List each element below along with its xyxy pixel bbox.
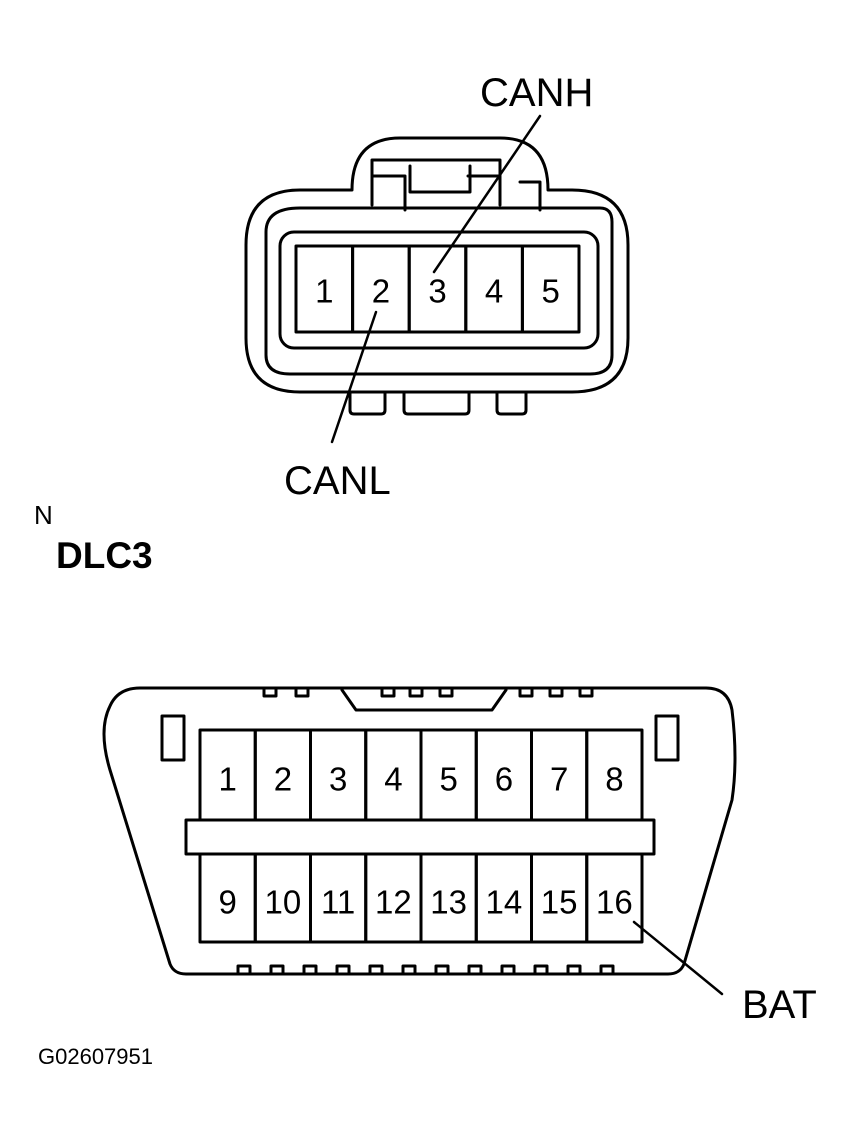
dlc3-bottom-pin-number: 13 [430,884,467,921]
dlc3-latch [340,688,508,712]
figure-code: G02607951 [38,1044,153,1069]
dlc3-bottom-notch [335,964,351,976]
dlc3-bottom-notch [269,964,285,976]
dlc3-top-pin-number: 6 [495,761,513,798]
dlc3-bottom-notch [566,964,582,976]
dlc3-bottom-notch [302,964,318,976]
top-pin-number: 2 [372,273,390,310]
dlc3-bottom-notch [401,964,417,976]
dlc3-top-pin-number: 3 [329,761,347,798]
dlc3-top-pin-number: 7 [550,761,568,798]
bat-label: BAT [742,983,817,1027]
dlc3-top-notches [262,686,594,698]
view-marker: N [34,500,53,530]
top-pin-number: 1 [315,273,333,310]
dlc3-bottom-notch [434,964,450,976]
top-pin-number: 5 [542,273,560,310]
dlc3-left-slot [160,714,186,762]
top-connector: 1 2 3 4 5 [244,136,630,416]
dlc3-top-notch [518,686,534,698]
dlc3-bottom-notch [500,964,516,976]
dlc3-top-notch [408,686,424,698]
dlc3-bottom-pin-number: 14 [486,884,523,921]
top-connector-latch [370,158,542,212]
top-pin-cell [520,244,581,334]
dlc3-top-notch [438,686,454,698]
dlc3-housing [102,686,737,976]
dlc3-top-notch [380,686,396,698]
top-pin-number: 3 [428,273,446,310]
dlc3-top-pin-number: 4 [384,761,402,798]
dlc3-top-pin-number: 2 [274,761,292,798]
dlc3-top-notch [548,686,564,698]
dlc3-bottom-pin-number: 16 [596,884,633,921]
connector-title: DLC3 [56,535,153,576]
bat-leader-line [632,920,724,996]
dlc3-bottom-pin-cell [585,852,644,944]
dlc3-bottom-notch [599,964,615,976]
dlc3-bottom-row: 9 10 11 12 13 14 15 16 [198,852,644,944]
canl-label: CANL [284,459,391,503]
dlc3-bottom-notch [533,964,549,976]
canl-leader-line [330,310,378,444]
dlc3-center-bar [184,818,656,856]
dlc3-top-notch [294,686,310,698]
dlc3-bottom-notches [236,964,615,976]
dlc3-bottom-pin-number: 11 [321,884,355,921]
dlc3-top-notch [262,686,278,698]
dlc3-right-slot [654,714,680,762]
top-connector-housing [244,136,630,394]
dlc3-bottom-notch [368,964,384,976]
dlc3-bottom-notch [467,964,483,976]
dlc3-top-notch [578,686,594,698]
dlc3-top-pin-number: 8 [605,761,623,798]
dlc3-top-pin-number: 1 [218,761,236,798]
top-connector-bottom-tabs [348,390,528,416]
dlc3-top-pin-cell [585,728,644,822]
dlc3-bottom-pin-number: 9 [218,884,236,921]
dlc3-bottom-pin-number: 12 [375,884,412,921]
canh-label: CANH [480,71,593,115]
top-connector-inner-outline [264,206,614,376]
top-pin-number: 4 [485,273,503,310]
dlc3-bottom-pin-number: 15 [541,884,578,921]
top-connector-pins: 1 2 3 4 5 [294,244,581,334]
dlc3-bottom-pin-number: 10 [265,884,302,921]
top-connector-cavity-frame [278,230,600,350]
dlc3-bottom-notch [236,964,252,976]
canh-leader-line [432,114,542,274]
dlc3-top-pin-number: 5 [439,761,457,798]
